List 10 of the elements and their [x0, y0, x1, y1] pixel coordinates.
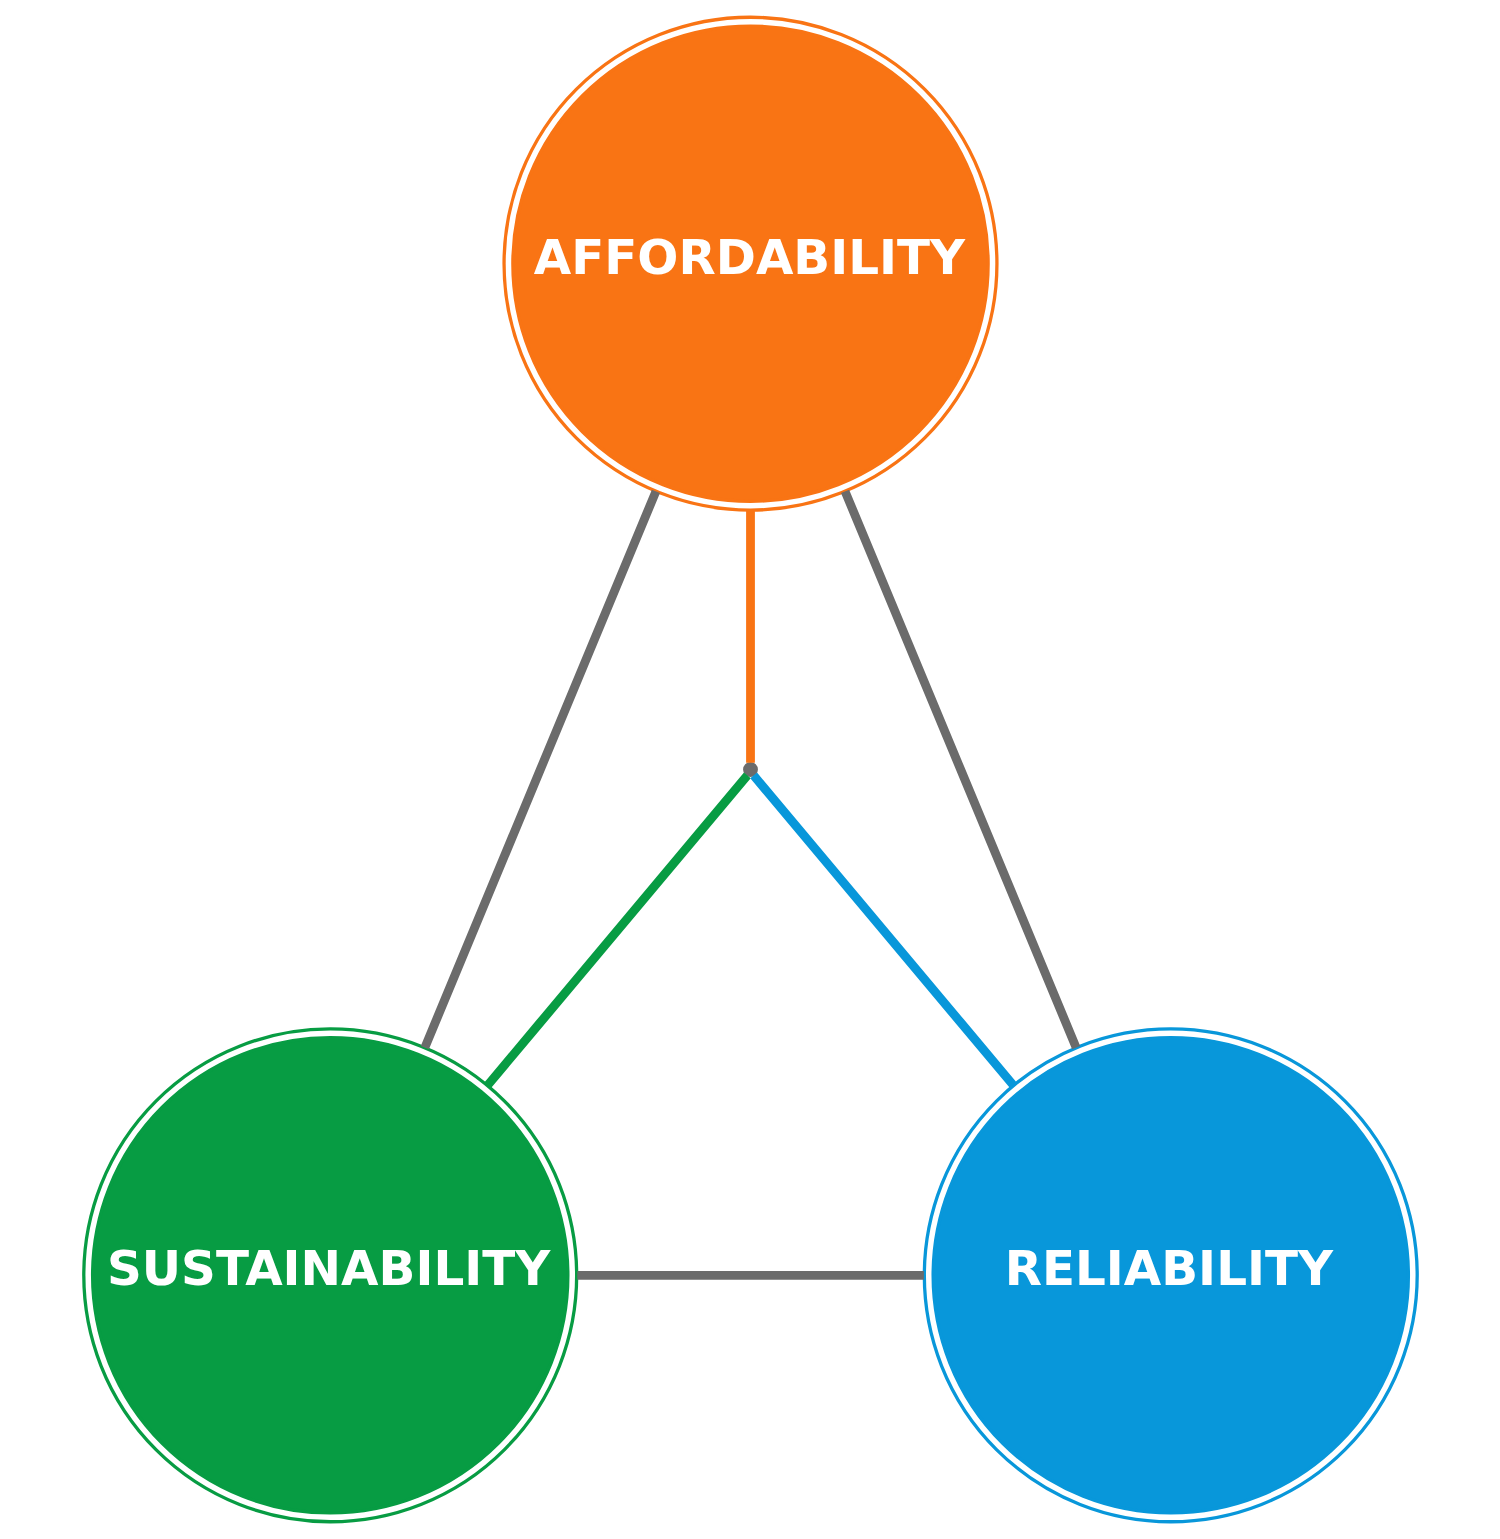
- node-circle: RELIABILITY: [922, 1027, 1419, 1524]
- connector: [483, 772, 751, 1089]
- connector: [576, 1270, 924, 1280]
- node-point: [742, 762, 758, 777]
- node-circle: SUSTAINABILITY: [81, 1027, 578, 1524]
- connector: [420, 489, 660, 1050]
- node-circle: AFFORDABILITY: [501, 15, 999, 512]
- connector: [745, 510, 755, 763]
- connector: [840, 489, 1080, 1050]
- connector: [749, 772, 1017, 1089]
